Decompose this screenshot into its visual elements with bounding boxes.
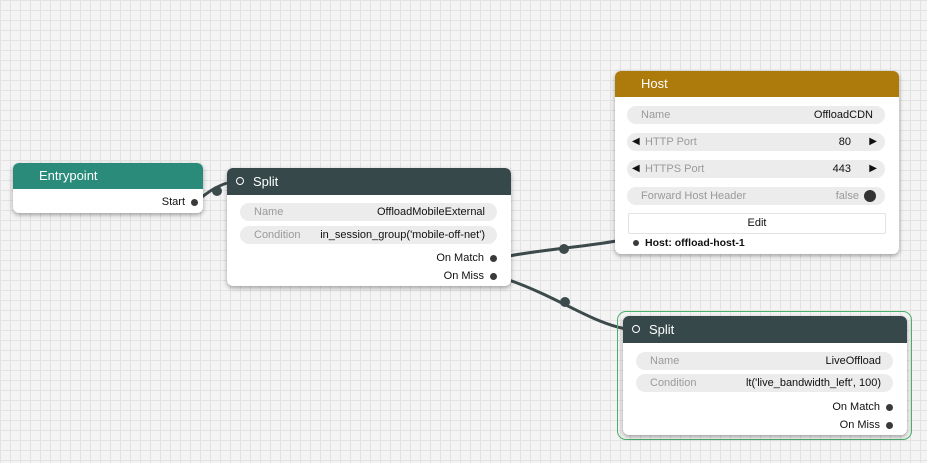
http-port-field[interactable]: ◀ HTTP Port 80 ▶ xyxy=(627,133,885,151)
http-port-value: 80 xyxy=(838,136,851,148)
host-name-label: Name xyxy=(641,109,671,121)
split-input-port-icon[interactable] xyxy=(236,177,244,185)
link-match-to-host-midpoint[interactable] xyxy=(559,244,569,254)
https-port-field[interactable]: ◀ HTTPS Port 443 ▶ xyxy=(627,160,885,178)
split-header[interactable]: Split xyxy=(623,316,907,343)
http-port-label: HTTP Port xyxy=(645,136,697,148)
forward-host-header-value: false xyxy=(835,190,859,202)
https-port-value: 443 xyxy=(832,163,851,175)
host-name-value: OffloadCDN xyxy=(813,109,873,121)
split-name-field[interactable]: Name OffloadMobileExternal xyxy=(240,203,497,221)
on-match-port[interactable]: On Match xyxy=(832,400,893,414)
on-match-dot[interactable] xyxy=(886,404,893,411)
split-condition-field[interactable]: Condition lt('live_bandwidth_left', 100) xyxy=(636,374,893,392)
on-match-label: On Match xyxy=(436,252,484,264)
on-miss-label: On Miss xyxy=(839,419,880,431)
host-name-field[interactable]: Name OffloadCDN xyxy=(627,106,885,124)
split-input-port-icon[interactable] xyxy=(632,325,640,333)
entrypoint-node[interactable]: Entrypoint Start xyxy=(13,163,203,213)
split-condition-field[interactable]: Condition in_session_group('mobile-off-n… xyxy=(240,226,497,244)
forward-host-header-label: Forward Host Header xyxy=(641,190,747,202)
host-header[interactable]: Host xyxy=(615,71,899,97)
on-miss-port[interactable]: On Miss xyxy=(444,269,497,283)
https-port-decrement-icon[interactable]: ◀ xyxy=(632,163,640,174)
forward-host-header-toggle[interactable]: Forward Host Header false xyxy=(627,187,885,205)
https-port-label: HTTPS Port xyxy=(645,163,705,175)
start-port-dot[interactable] xyxy=(191,199,198,206)
condition-label: Condition xyxy=(254,229,301,241)
host-node[interactable]: Host Name OffloadCDN ◀ HTTP Port 80 ▶ ◀ … xyxy=(615,71,899,254)
name-value: OffloadMobileExternal xyxy=(376,206,485,218)
split-header[interactable]: Split xyxy=(227,168,511,195)
toggle-knob-icon[interactable] xyxy=(864,190,876,202)
link-miss-to-split-midpoint[interactable] xyxy=(560,297,570,307)
name-value: LiveOffload xyxy=(825,355,881,367)
condition-label: Condition xyxy=(650,377,697,389)
split-name-field[interactable]: Name LiveOffload xyxy=(636,352,893,370)
entrypoint-header[interactable]: Entrypoint xyxy=(13,163,203,189)
host-title: Host xyxy=(641,76,668,91)
selection-highlight xyxy=(617,311,912,440)
link-miss-to-split[interactable] xyxy=(508,278,627,331)
split-title: Split xyxy=(649,322,675,337)
https-port-increment-icon[interactable]: ▶ xyxy=(869,163,877,174)
link-start-to-split-midpoint[interactable] xyxy=(212,186,222,196)
on-miss-dot[interactable] xyxy=(490,273,497,280)
entrypoint-title: Entrypoint xyxy=(39,168,98,183)
host-output-port[interactable]: Host: offload-host-1 xyxy=(633,237,745,249)
condition-value: lt('live_bandwidth_left', 100) xyxy=(745,377,881,389)
start-output-port[interactable]: Start xyxy=(162,195,198,209)
split-title: Split xyxy=(253,174,279,189)
split-node-live-offload[interactable]: Split Name LiveOffload Condition lt('liv… xyxy=(623,316,907,435)
split-node-offload-mobile[interactable]: Split Name OffloadMobileExternal Conditi… xyxy=(227,168,511,286)
on-match-dot[interactable] xyxy=(490,255,497,262)
start-port-label: Start xyxy=(161,196,185,208)
http-port-decrement-icon[interactable]: ◀ xyxy=(632,136,640,147)
on-miss-dot[interactable] xyxy=(886,422,893,429)
condition-value: in_session_group('mobile-off-net') xyxy=(320,229,485,241)
on-miss-label: On Miss xyxy=(443,270,484,282)
on-match-port[interactable]: On Match xyxy=(436,251,497,265)
http-port-increment-icon[interactable]: ▶ xyxy=(869,136,877,147)
host-port-label: Host: offload-host-1 xyxy=(645,237,745,249)
name-label: Name xyxy=(650,355,680,367)
name-label: Name xyxy=(254,206,284,218)
edit-button[interactable]: Edit xyxy=(628,213,886,234)
host-port-dot[interactable] xyxy=(633,240,639,246)
on-miss-port[interactable]: On Miss xyxy=(840,418,893,432)
on-match-label: On Match xyxy=(832,401,880,413)
